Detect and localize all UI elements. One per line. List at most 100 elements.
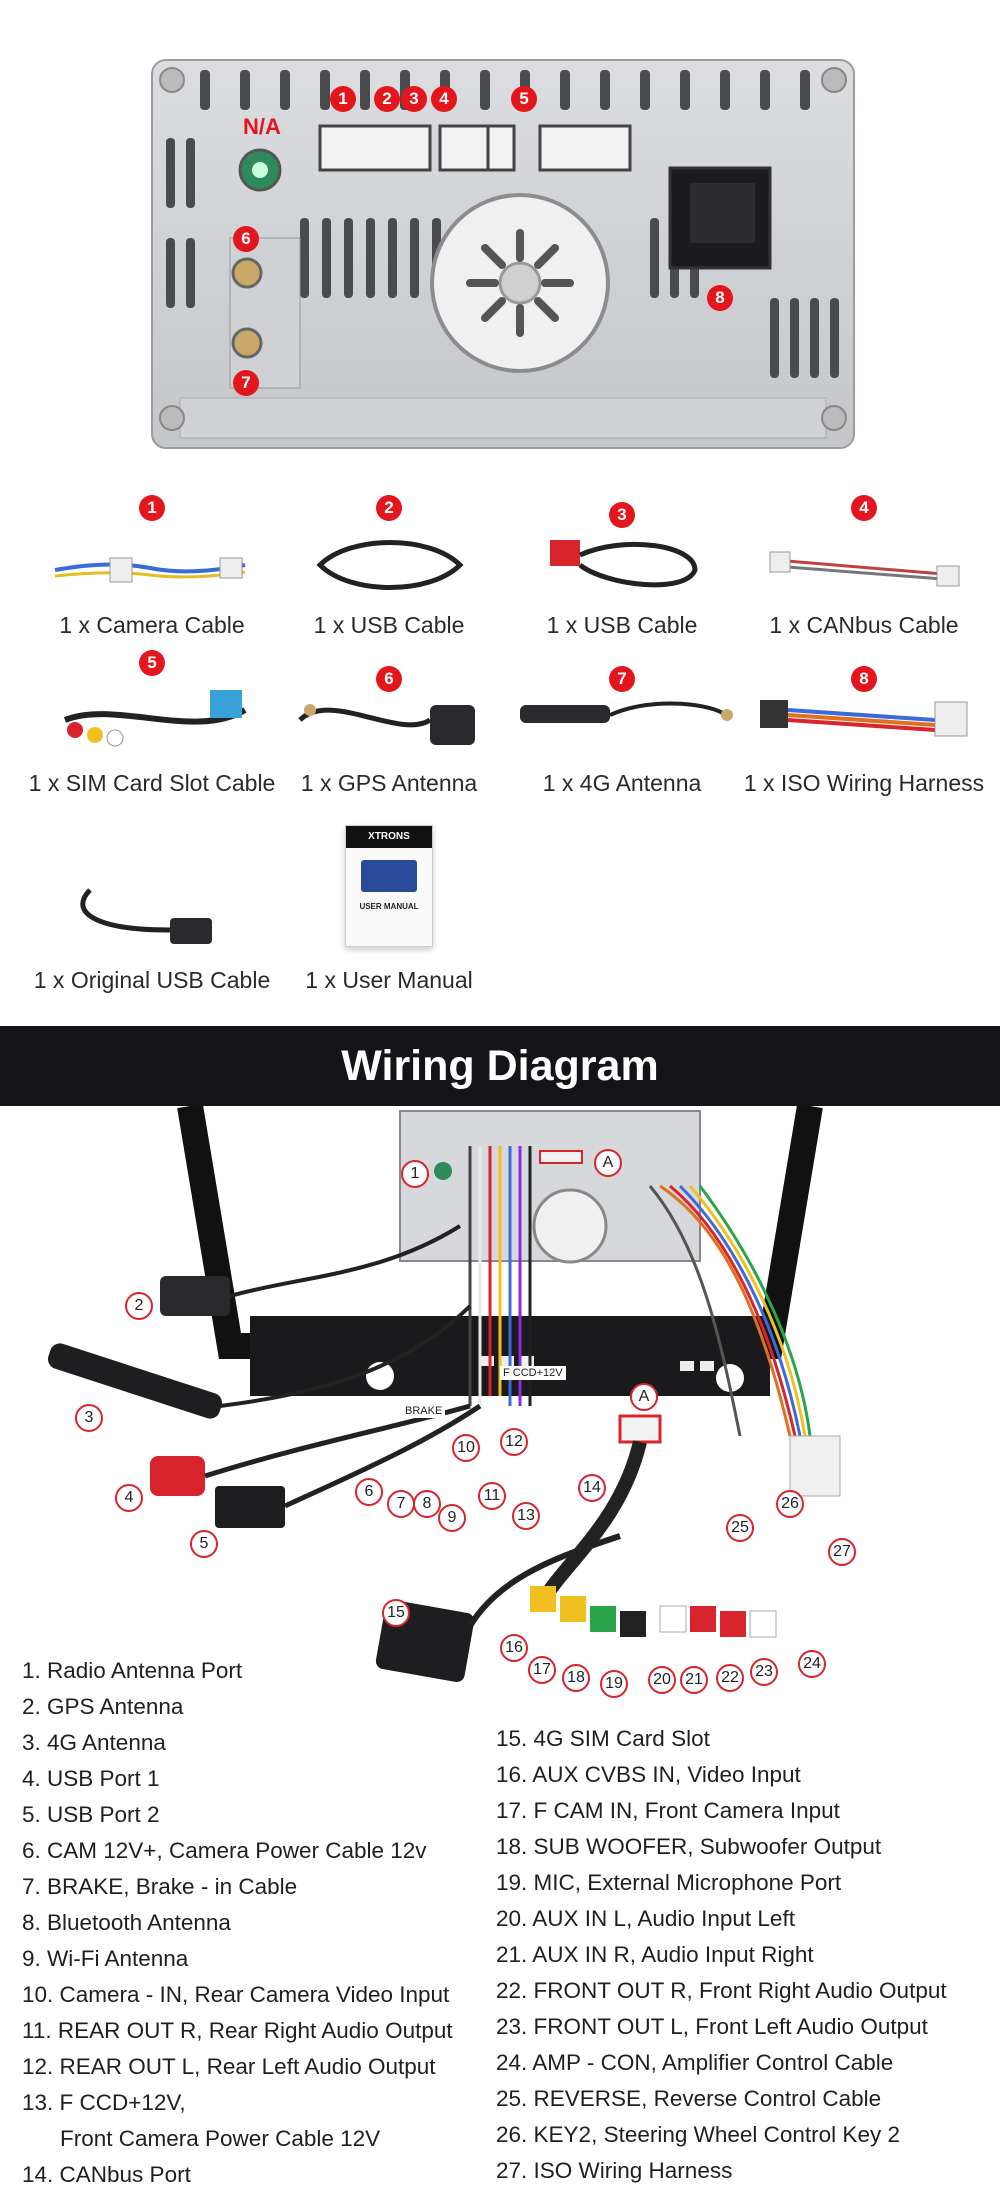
item-label-7: 1 x 4G Antenna xyxy=(542,770,702,796)
port-badge-6: 6 xyxy=(233,226,259,252)
head-unit-rear-drawing xyxy=(151,59,855,449)
original-usb-cable-image xyxy=(80,888,212,944)
legend-item: 18. SUB WOOFER, Subwoofer Output xyxy=(496,1834,882,1859)
callout-9: 9 xyxy=(438,1504,466,1532)
legend-item: 12. REAR OUT L, Rear Left Audio Output xyxy=(22,2054,436,2079)
legend-right: 15. 4G SIM Card Slot 16. AUX CVBS IN, Vi… xyxy=(496,1721,947,2189)
callout-10: 10 xyxy=(452,1434,480,1462)
legend-item: 9. Wi-Fi Antenna xyxy=(22,1946,189,1971)
callout-16: 16 xyxy=(500,1634,528,1662)
legend-item: 8. Bluetooth Antenna xyxy=(22,1910,231,1935)
callout-1: 1 xyxy=(401,1160,429,1188)
callout-18: 18 xyxy=(562,1664,590,1692)
port-badge-5: 5 xyxy=(511,86,537,112)
item-label-6: 1 x GPS Antenna xyxy=(300,770,478,796)
legend-item: 6. CAM 12V+, Camera Power Cable 12v xyxy=(22,1838,427,1863)
callout-11: 11 xyxy=(478,1482,506,1510)
callout-12: 12 xyxy=(500,1428,528,1456)
callout-3: 3 xyxy=(75,1404,103,1432)
legend-item: 25. REVERSE, Reverse Control Cable xyxy=(496,2086,882,2111)
legend-left: 1. Radio Antenna Port 2. GPS Antenna 3. … xyxy=(22,1653,453,2193)
item-badge-5: 5 xyxy=(139,650,165,676)
item-label-3: 1 x USB Cable xyxy=(546,612,698,638)
iso-harness-image xyxy=(760,700,968,737)
legend-item: 22. FRONT OUT R, Front Right Audio Outpu… xyxy=(496,1978,947,2003)
callout-23: 23 xyxy=(750,1658,778,1686)
camera-cable-image xyxy=(54,557,246,583)
canbus-cable-image xyxy=(769,551,960,587)
callout-26: 26 xyxy=(776,1490,804,1518)
legend-item: 15. 4G SIM Card Slot xyxy=(496,1726,710,1751)
port-badge-3: 3 xyxy=(401,86,427,112)
legend-item: 26. KEY2, Steering Wheel Control Key 2 xyxy=(496,2122,900,2147)
item-badge-7: 7 xyxy=(609,666,635,692)
legend-item: 27. ISO Wiring Harness xyxy=(496,2158,733,2183)
item-badge-4: 4 xyxy=(851,495,877,521)
legend-item: 2. GPS Antenna xyxy=(22,1694,184,1719)
callout-24: 24 xyxy=(798,1650,826,1678)
legend-item: 23. FRONT OUT L, Front Left Audio Output xyxy=(496,2014,928,2039)
manual-brand: XTRONS xyxy=(346,826,432,848)
connector-a-bottom: A xyxy=(630,1383,658,1411)
legend-item: 5. USB Port 2 xyxy=(22,1802,160,1827)
wiring-drawing xyxy=(47,1103,841,1683)
legend-item: 17. F CAM IN, Front Camera Input xyxy=(496,1798,840,1823)
wire-tag-brake: BRAKE xyxy=(402,1404,446,1418)
user-manual-image: XTRONS USER MANUAL xyxy=(345,825,433,947)
item-label-1: 1 x Camera Cable xyxy=(59,612,245,638)
port-badge-1: 1 xyxy=(330,86,356,112)
callout-13: 13 xyxy=(512,1502,540,1530)
item-label-8: 1 x ISO Wiring Harness xyxy=(743,770,985,796)
legend-item: 20. AUX IN L, Audio Input Left xyxy=(496,1906,795,1931)
legend-item: 1. Radio Antenna Port xyxy=(22,1658,243,1683)
legend-item: Front Camera Power Cable 12V xyxy=(60,2126,381,2151)
item-badge-3: 3 xyxy=(609,502,635,528)
wiring-illustration xyxy=(0,1103,1000,1686)
callout-20: 20 xyxy=(648,1666,676,1694)
item-label-9: 1 x Original USB Cable xyxy=(33,967,271,993)
callout-19: 19 xyxy=(600,1670,628,1698)
port-badge-7: 7 xyxy=(233,370,259,396)
legend-item: 19. MIC, External Microphone Port xyxy=(496,1870,842,1895)
manual-screen xyxy=(361,860,417,892)
callout-7: 7 xyxy=(387,1490,415,1518)
back-panel-illustration xyxy=(150,58,856,450)
usb-cable-image-1 xyxy=(316,540,464,590)
4g-antenna-image xyxy=(520,701,733,723)
legend-item: 7. BRAKE, Brake - in Cable xyxy=(22,1874,298,1899)
legend-item: 10. Camera - IN, Rear Camera Video Input xyxy=(22,1982,450,2007)
callout-22: 22 xyxy=(716,1664,744,1692)
port-badge-4: 4 xyxy=(431,86,457,112)
legend-item: 11. REAR OUT R, Rear Right Audio Output xyxy=(22,2018,453,2043)
legend-item: 4. USB Port 1 xyxy=(22,1766,160,1791)
manual-title: USER MANUAL xyxy=(359,902,419,911)
package-contents: 1 2 3 4 1 x Camera Cable 1 x USB Cable 1… xyxy=(0,480,1000,1000)
callout-4: 4 xyxy=(115,1484,143,1512)
usb-cable-image-2 xyxy=(550,540,698,588)
callout-27: 27 xyxy=(828,1538,856,1566)
gps-antenna-image xyxy=(298,704,475,745)
item-label-5: 1 x SIM Card Slot Cable xyxy=(28,770,276,796)
callout-5: 5 xyxy=(190,1530,218,1558)
legend-item: 14. CANbus Port xyxy=(22,2162,191,2187)
wire-tag-fccd: F CCD+12V xyxy=(500,1366,566,1380)
item-badge-2: 2 xyxy=(376,495,402,521)
wiring-title: Wiring Diagram xyxy=(341,1042,659,1090)
wiring-banner xyxy=(0,1026,1000,1106)
item-label-10: 1 x User Manual xyxy=(305,967,473,993)
callout-21: 21 xyxy=(680,1666,708,1694)
legend-item: 13. F CCD+12V, xyxy=(22,2090,186,2115)
na-label: N/A xyxy=(243,114,281,139)
legend-item: 16. AUX CVBS IN, Video Input xyxy=(496,1762,801,1787)
item-badge-8: 8 xyxy=(851,666,877,692)
item-badge-1: 1 xyxy=(139,495,165,521)
callout-8: 8 xyxy=(413,1490,441,1518)
legend-item: 3. 4G Antenna xyxy=(22,1730,166,1755)
item-label-4: 1 x CANbus Cable xyxy=(769,612,959,638)
item-badge-6: 6 xyxy=(376,666,402,692)
port-badge-8: 8 xyxy=(707,285,733,311)
callout-2: 2 xyxy=(125,1292,153,1320)
legend-item: 21. AUX IN R, Audio Input Right xyxy=(496,1942,814,1967)
port-badge-2: 2 xyxy=(374,86,400,112)
callout-25: 25 xyxy=(726,1514,754,1542)
